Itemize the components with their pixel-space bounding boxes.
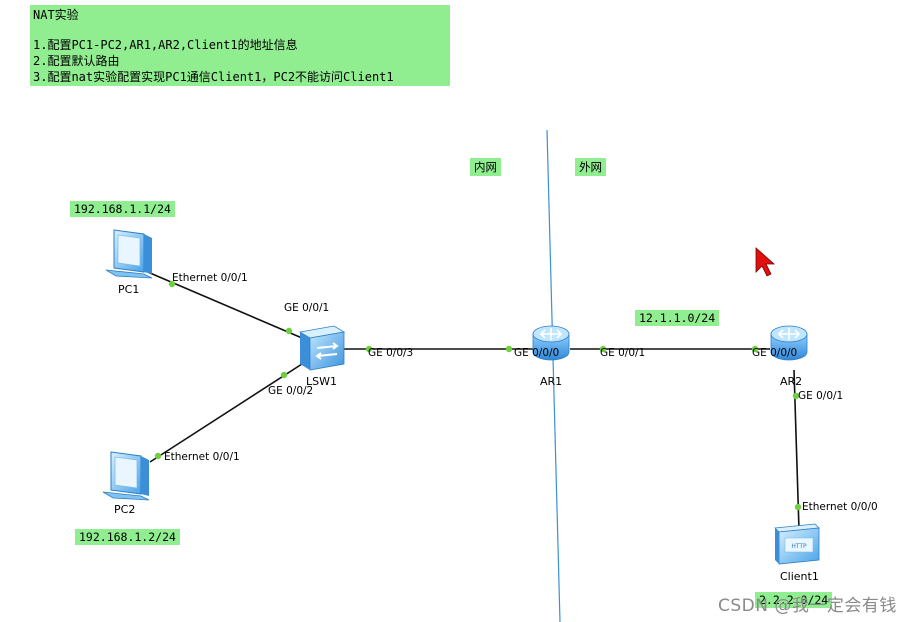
iface-label-lsw-ge002: GE 0/0/2 (268, 385, 314, 397)
port-dot (168, 280, 176, 288)
pc2-icon[interactable] (102, 451, 150, 501)
subnet-label-wan: 12.1.1.0/24 (635, 310, 720, 326)
port-dot (285, 327, 293, 335)
iface-label-ar2-ge000: GE 0/0/0 (752, 347, 798, 359)
watermark: CSDN @我一定会有钱 (718, 596, 897, 616)
router-ar1-icon[interactable] (532, 325, 570, 361)
zone-label-outer: 外网 (575, 158, 606, 176)
iface-label-lsw-ge001: GE 0/0/1 (284, 302, 330, 314)
device-label-ar1: AR1 (540, 375, 563, 388)
pc1-icon[interactable] (105, 229, 153, 279)
subnet-label-client: 2.2.2.0/24 (755, 592, 833, 608)
device-label-lsw1: LSW1 (306, 375, 337, 388)
port-dot (280, 371, 288, 379)
iface-label-ar1-ge000: GE 0/0/0 (514, 347, 560, 359)
iface-label-ar2-ge001: GE 0/0/1 (798, 390, 844, 402)
instruction-note: NAT实验 1.配置PC1-PC2,AR1,AR2,Client1的地址信息 2… (30, 5, 450, 86)
port-dot (505, 345, 513, 353)
link-pc1-lsw1[interactable] (142, 269, 303, 339)
port-dot (751, 345, 759, 353)
port-dot (794, 503, 802, 511)
note-step-2: 2.配置默认路由 (33, 54, 120, 68)
client-icon[interactable]: HTTP (774, 523, 820, 565)
link-pc2-lsw1[interactable] (149, 363, 303, 463)
iface-label-client-eth: Ethernet 0/0/0 (802, 501, 878, 513)
note-step-3: 3.配置nat实验配置实现PC1通信Client1，PC2不能访问Client1 (33, 70, 394, 84)
iface-label-pc2-eth: Ethernet 0/0/1 (164, 451, 240, 463)
zone-label-inner: 内网 (470, 158, 501, 176)
device-label-client1: Client1 (780, 570, 819, 583)
device-label-ar2: AR2 (780, 375, 803, 388)
device-label-pc1: PC1 (118, 283, 140, 296)
client-icon-text: HTTP (791, 543, 807, 550)
iface-label-lsw-ge003: GE 0/0/3 (368, 347, 414, 359)
port-dot (792, 392, 800, 400)
device-label-pc2: PC2 (114, 503, 136, 516)
iface-label-ar1-ge001: GE 0/0/1 (600, 347, 646, 359)
port-dot (154, 452, 162, 460)
router-ar2-icon[interactable] (770, 325, 808, 361)
subnet-label-pc1: 192.168.1.1/24 (70, 201, 175, 217)
note-title: NAT实验 (33, 8, 79, 22)
switch-icon[interactable] (298, 325, 346, 371)
subnet-label-pc2: 192.168.1.2/24 (75, 529, 180, 545)
note-step-1: 1.配置PC1-PC2,AR1,AR2,Client1的地址信息 (33, 38, 298, 52)
port-dot (599, 345, 607, 353)
mouse-cursor-icon (755, 247, 776, 277)
iface-label-pc1-eth: Ethernet 0/0/1 (172, 272, 248, 284)
port-dot (365, 345, 373, 353)
zone-separator-line (546, 129, 561, 622)
